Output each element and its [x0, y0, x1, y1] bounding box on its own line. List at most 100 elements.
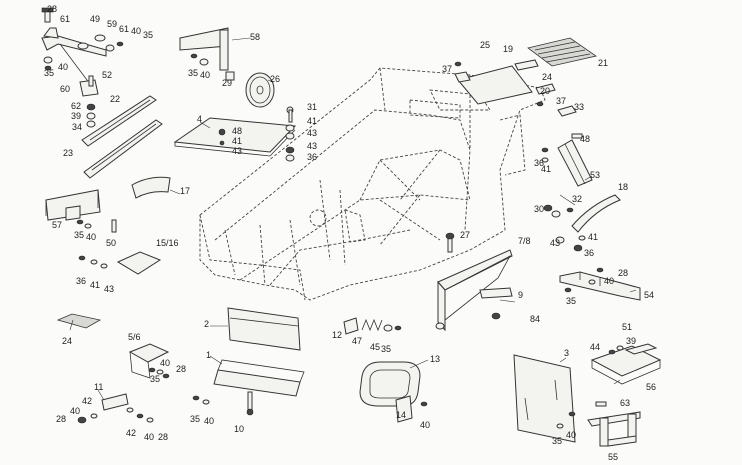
- disc-26: [245, 72, 275, 108]
- label-42: 42: [82, 396, 92, 406]
- label-21: 21: [598, 58, 608, 68]
- label-11: 11: [94, 382, 103, 392]
- label-41: 41: [232, 136, 242, 146]
- label-26: 26: [270, 74, 280, 84]
- label-49: 49: [90, 14, 100, 24]
- part-2: [227, 307, 301, 351]
- label-62: 62: [71, 101, 81, 111]
- label-36: 36: [76, 276, 86, 286]
- label-40: 40: [566, 430, 576, 440]
- label-42: 42: [126, 428, 136, 438]
- bracket-57: [45, 189, 117, 233]
- label-36: 36: [534, 158, 544, 168]
- bracket-53: [541, 133, 593, 187]
- label-40: 40: [58, 62, 68, 72]
- label-37: 37: [442, 64, 452, 74]
- label-27: 27: [460, 230, 470, 240]
- strips-22-23: [81, 95, 163, 179]
- part-17: [131, 176, 171, 199]
- bracket-5-6: [128, 343, 170, 379]
- label-63: 63: [620, 398, 630, 408]
- parts-12-47-45: [343, 317, 402, 335]
- label-43: 43: [550, 238, 560, 248]
- label-23: 23: [63, 148, 73, 158]
- label-28: 28: [47, 4, 57, 14]
- label-2: 2: [204, 319, 209, 329]
- label-37: 37: [556, 96, 566, 106]
- label-34: 34: [72, 122, 82, 132]
- label-28: 28: [158, 432, 168, 442]
- label-40: 40: [420, 420, 430, 430]
- bracket-58: [179, 27, 235, 81]
- part-13-loop: [359, 361, 428, 423]
- label-28: 28: [176, 364, 186, 374]
- label-61: 61: [60, 14, 70, 24]
- label-40: 40: [200, 70, 210, 80]
- label-35: 35: [44, 68, 54, 78]
- label-47: 47: [352, 336, 362, 346]
- label-39: 39: [71, 111, 81, 121]
- label-15-16: 15/16: [156, 238, 179, 248]
- bracket-54: [559, 267, 641, 301]
- label-43: 43: [307, 128, 317, 138]
- chassis-frame: [199, 67, 546, 301]
- part-18: [543, 194, 621, 252]
- label-41: 41: [541, 164, 551, 174]
- label-35: 35: [190, 414, 200, 424]
- label-84: 84: [530, 314, 540, 324]
- label-56: 56: [646, 382, 656, 392]
- label-48: 48: [232, 126, 242, 136]
- label-41: 41: [90, 280, 100, 290]
- label-48: 48: [580, 134, 590, 144]
- label-39: 39: [626, 336, 636, 346]
- label-35: 35: [74, 230, 84, 240]
- label-57: 57: [52, 220, 62, 230]
- label-17: 17: [180, 186, 190, 196]
- part-15-16: [78, 251, 162, 275]
- label-9: 9: [518, 290, 523, 300]
- label-43: 43: [232, 146, 242, 156]
- label-35: 35: [150, 374, 160, 384]
- label-41: 41: [588, 232, 598, 242]
- part-1: [192, 359, 305, 416]
- plate-3: [513, 354, 576, 443]
- bracket-7-8: [435, 232, 513, 332]
- part-55: [556, 401, 641, 447]
- label-61: 61: [119, 24, 129, 34]
- label-24: 24: [62, 336, 72, 346]
- label-28: 28: [56, 414, 66, 424]
- label-40: 40: [70, 406, 80, 416]
- part-labels: 28 61 49 59 61 40 35 40 35 52 60 62 39 3…: [44, 4, 656, 462]
- label-19: 19: [503, 44, 513, 54]
- label-40: 40: [160, 358, 170, 368]
- label-44: 44: [590, 342, 600, 352]
- label-60: 60: [60, 84, 70, 94]
- label-12: 12: [332, 330, 342, 340]
- label-35: 35: [552, 436, 562, 446]
- label-18: 18: [618, 182, 628, 192]
- label-7-8: 7/8: [518, 236, 531, 246]
- label-55: 55: [608, 452, 618, 462]
- label-41: 41: [307, 116, 317, 126]
- plate-4: [173, 106, 297, 162]
- label-3: 3: [564, 348, 569, 358]
- label-54: 54: [644, 290, 654, 300]
- label-24: 24: [542, 72, 552, 82]
- label-52: 52: [102, 70, 112, 80]
- label-35: 35: [381, 344, 391, 354]
- label-14: 14: [396, 410, 406, 420]
- label-40: 40: [604, 276, 614, 286]
- part-11: [77, 393, 154, 424]
- label-36: 36: [584, 248, 594, 258]
- label-22: 22: [110, 94, 120, 104]
- label-51: 51: [622, 322, 632, 332]
- part-56: [590, 343, 662, 385]
- label-35: 35: [188, 68, 198, 78]
- leader-lines: [69, 37, 637, 401]
- label-5-6: 5/6: [128, 332, 141, 342]
- label-33: 33: [574, 102, 584, 112]
- label-53: 53: [590, 170, 600, 180]
- label-43: 43: [104, 284, 114, 294]
- label-36: 36: [307, 152, 317, 162]
